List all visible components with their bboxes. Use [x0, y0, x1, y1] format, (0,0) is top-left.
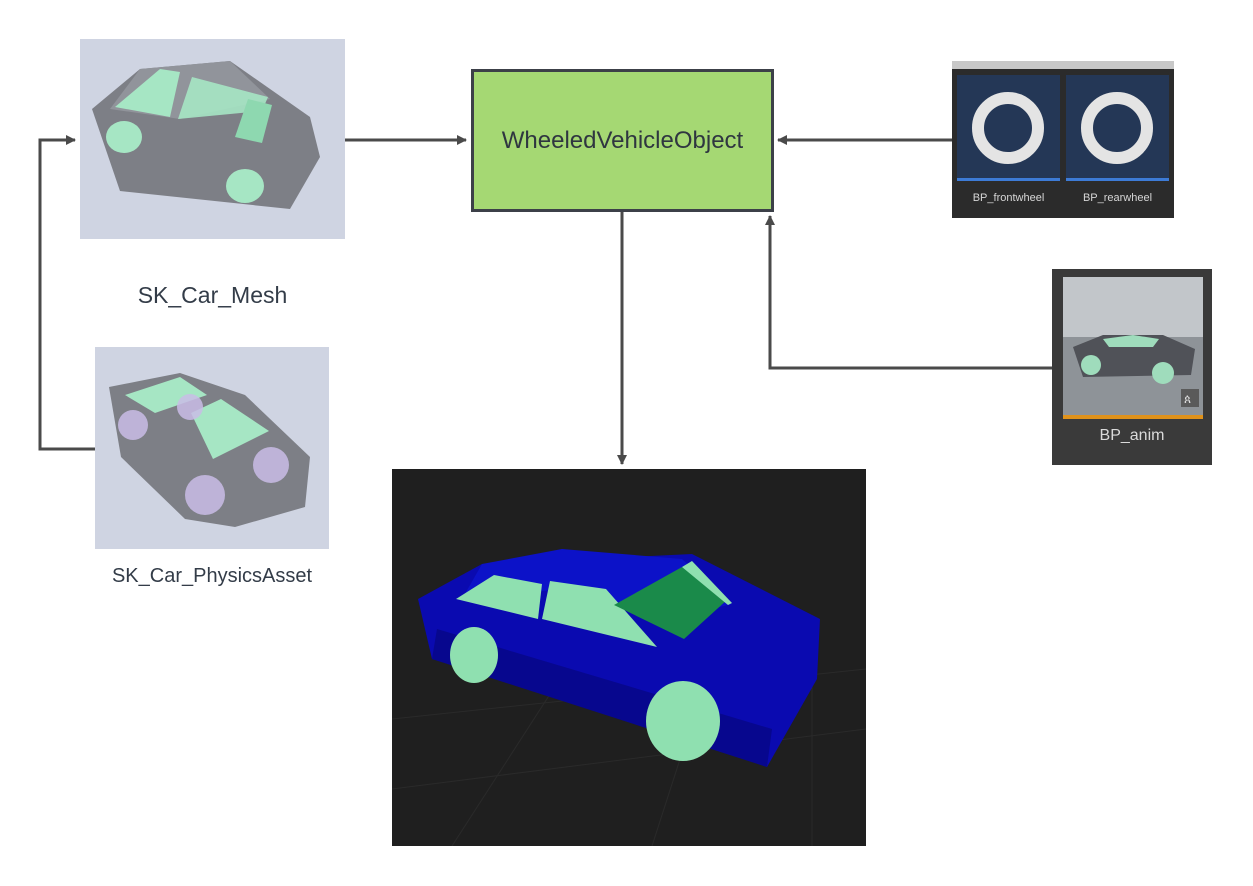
- rear-wheel-label: BP_rearwheel: [1082, 192, 1153, 204]
- physics-to-mesh-arrow: [38, 135, 95, 451]
- wheel-blueprints-panel: BP_frontwheel BP_rearwheel: [952, 61, 1174, 218]
- wheel-ring-icon: [972, 92, 1044, 164]
- anim-to-object-arrow: [765, 215, 1052, 370]
- car-mesh-thumbnail: [80, 39, 345, 239]
- car-mesh-label: SK_Car_Mesh: [137, 282, 288, 308]
- front-wheel-label: BP_frontwheel: [972, 192, 1045, 204]
- blue-car-viewport: [392, 469, 866, 846]
- rear-wheel-card[interactable]: [1066, 75, 1169, 181]
- car-anim-thumbnail: ጰ: [1063, 277, 1203, 419]
- anim-blueprint-card[interactable]: ጰ BP_anim: [1052, 269, 1212, 465]
- wheel-ring-icon: [1081, 92, 1153, 164]
- svg-text:ጰ: ጰ: [1184, 392, 1191, 406]
- front-wheel-card[interactable]: [957, 75, 1060, 181]
- physics-asset-label: SK_Car_PhysicsAsset: [111, 565, 313, 587]
- skeleton-icon: [1181, 389, 1199, 407]
- wheeled-vehicle-object-label: WheeledVehicleObject: [501, 126, 744, 154]
- car-physics-asset-thumbnail: [95, 347, 329, 549]
- anim-label: BP_anim: [1099, 427, 1165, 444]
- wheeled-vehicle-object-node[interactable]: WheeledVehicleObject: [471, 69, 774, 212]
